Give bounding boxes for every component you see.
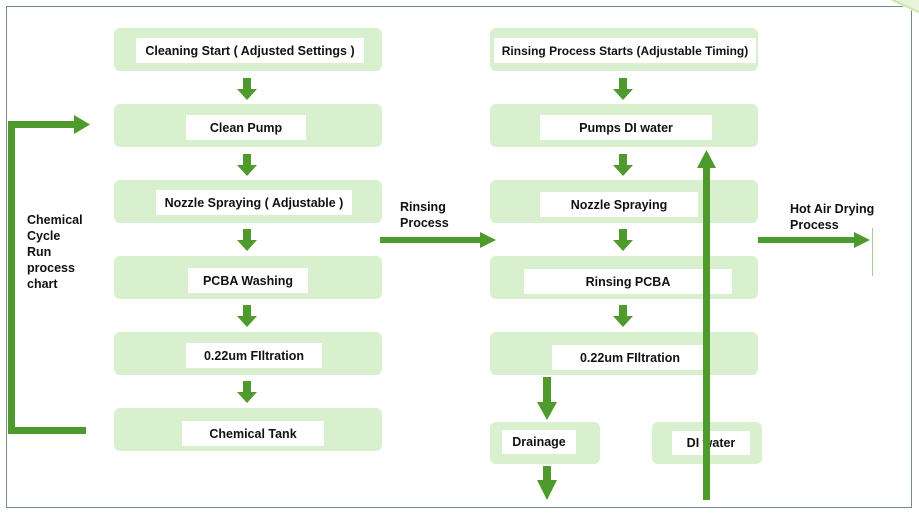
drainage-inflow-arrow (537, 377, 557, 420)
rinsing-process-arrow (380, 232, 496, 248)
edge-marker-line (872, 228, 873, 276)
left-down-arrow-4 (237, 305, 257, 327)
left-down-arrow-1 (237, 78, 257, 100)
corner-decoration (889, 0, 919, 14)
right-filtration-label: 0.22um FIltration (552, 345, 708, 370)
rinsing-start-label: Rinsing Process Starts (Adjustable Timin… (494, 38, 756, 63)
di-water-label: DI water (672, 431, 750, 455)
hot-air-drying-arrow (758, 232, 870, 248)
nozzle-spraying-adjustable-label: Nozzle Spraying ( Adjustable ) (156, 190, 352, 215)
right-down-arrow-4 (613, 305, 633, 327)
rinsing-process-label: Rinsing Process (400, 200, 449, 230)
chemical-cycle-label: Chemical Cycle Run process chart (27, 213, 83, 291)
drainage-outflow-arrow (537, 466, 557, 500)
hot-air-drying-label: Hot Air Drying Process (790, 202, 875, 232)
pumps-di-water-label: Pumps DI water (540, 115, 712, 140)
left-filtration-label: 0.22um FIltration (186, 343, 322, 368)
cleaning-start-label: Cleaning Start ( Adjusted Settings ) (136, 38, 364, 63)
di-water-return-arrow (697, 150, 716, 500)
cycle-return-arrow (8, 115, 90, 434)
drainage-label: Drainage (502, 430, 576, 454)
right-down-arrow-3 (613, 229, 633, 251)
left-down-arrow-2 (237, 154, 257, 176)
diagram-frame (6, 6, 912, 508)
left-down-arrow-5 (237, 381, 257, 403)
rinsing-pcba-label: Rinsing PCBA (524, 269, 732, 294)
left-down-arrow-3 (237, 229, 257, 251)
right-down-arrow-2 (613, 154, 633, 176)
right-nozzle-spraying-label: Nozzle Spraying (540, 192, 698, 217)
pcba-washing-label: PCBA Washing (188, 268, 308, 293)
chemical-tank-label: Chemical Tank (182, 421, 324, 446)
right-down-arrow-1 (613, 78, 633, 100)
clean-pump-label: Clean Pump (186, 115, 306, 140)
